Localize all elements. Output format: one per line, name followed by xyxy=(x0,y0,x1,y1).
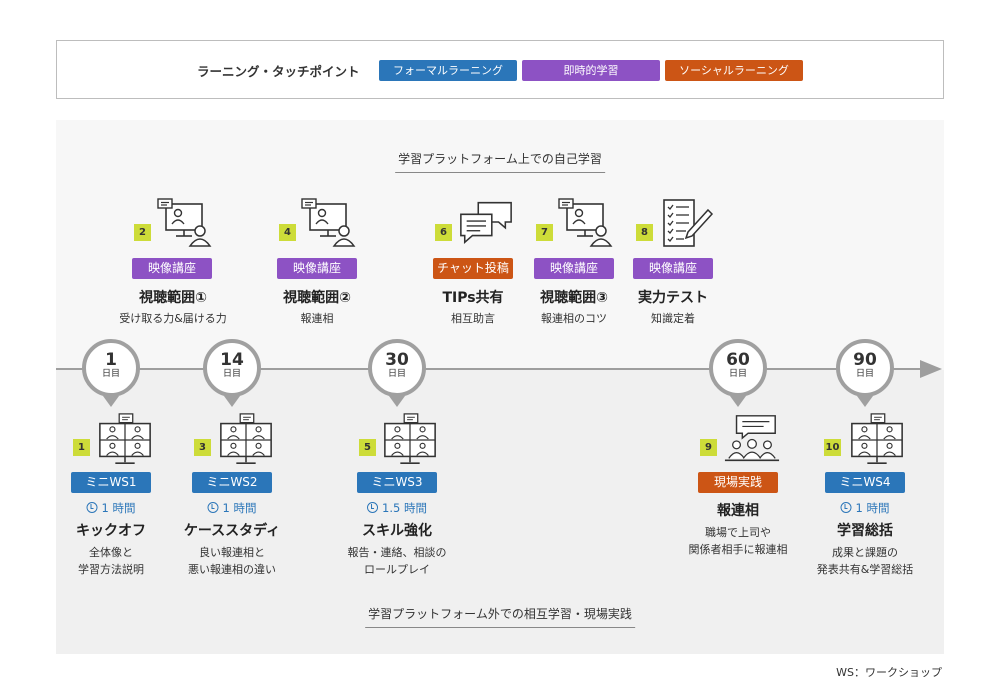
step-number: 3 xyxy=(194,439,211,456)
category-badge: 映像講座 xyxy=(534,258,614,279)
pin-unit: 日目 xyxy=(855,369,874,379)
legend-chip-formal: フォーマルラーニング xyxy=(379,60,517,81)
chat-bubbles-icon xyxy=(457,200,515,246)
pin-number: 14 xyxy=(220,350,244,370)
item-title: ケーススタディ xyxy=(183,523,281,539)
pin-unit: 日目 xyxy=(222,369,241,379)
video-lecture-icon xyxy=(156,198,212,248)
desc-line: 職場で上司や xyxy=(705,526,771,539)
duration-label: 1 時間 xyxy=(86,500,136,516)
item-title: 視聴範囲① xyxy=(139,290,207,306)
item-description: 相互助言 xyxy=(451,312,495,325)
category-badge: ミニWS1 xyxy=(71,472,151,493)
step-number: 2 xyxy=(134,224,151,241)
clock-icon xyxy=(367,502,379,513)
legend-chip-immediate: 即時的学習 xyxy=(522,60,660,81)
item-title: 学習総括 xyxy=(837,523,893,539)
item-title: TIPs共有 xyxy=(442,290,504,306)
desc-line: 良い報連相と xyxy=(199,546,265,559)
timeline-pin-day-1: 1 日目 xyxy=(82,339,140,397)
step-number: 1 xyxy=(73,439,90,456)
item-title: キックオフ xyxy=(76,523,146,539)
timeline-pin-day-14: 14 日目 xyxy=(203,339,261,397)
legend-box: ラーニング・タッチポイント フォーマルラーニング 即時的学習 ソーシャルラーニン… xyxy=(56,40,944,99)
category-badge: 映像講座 xyxy=(633,258,713,279)
step-number: 5 xyxy=(359,439,376,456)
category-badge: ミニWS2 xyxy=(192,472,272,493)
desc-line: ロールプレイ xyxy=(364,563,430,576)
pin-number: 60 xyxy=(726,350,750,370)
item-description: 知識定着 xyxy=(651,312,695,325)
duration-text: 1 時間 xyxy=(222,501,257,515)
item-description: 報告・連絡、相談のロールプレイ xyxy=(348,544,447,578)
footnote: WS：ワークショップ xyxy=(836,666,942,679)
item-title: 報連相 xyxy=(717,503,759,519)
video-lecture-icon xyxy=(557,198,613,248)
pin-unit: 日目 xyxy=(728,369,747,379)
desc-line: 関係者相手に報連相 xyxy=(688,543,788,556)
duration-text: 1.5 時間 xyxy=(382,501,427,515)
timeline-pin-day-90: 90 日目 xyxy=(836,339,894,397)
duration-text: 1 時間 xyxy=(101,501,136,515)
desc-line: 報告・連絡、相談の xyxy=(347,546,447,559)
item-description: 職場で上司や関係者相手に報連相 xyxy=(689,524,788,558)
item-title: 視聴範囲② xyxy=(283,290,351,306)
clock-icon xyxy=(86,502,98,513)
legend-chip-social: ソーシャルラーニング xyxy=(665,60,803,81)
desc-line: 全体像と xyxy=(89,546,133,559)
item-description: 受け取る力&届ける力 xyxy=(119,312,227,325)
online-meeting-icon xyxy=(381,413,439,467)
desc-line: 悪い報連相の違い xyxy=(188,563,276,576)
item-description: 報連相 xyxy=(300,312,334,325)
online-meeting-icon xyxy=(217,413,275,467)
pin-unit: 日目 xyxy=(387,369,406,379)
category-badge: チャット投稿 xyxy=(433,258,513,279)
workplace-meeting-icon xyxy=(723,413,781,467)
category-badge: ミニWS3 xyxy=(357,472,437,493)
desc-line: 成果と課題の xyxy=(831,546,898,559)
duration-label: 1 時間 xyxy=(207,500,257,516)
desc-line: 発表共有&学習総括 xyxy=(816,563,914,576)
item-description: 報連相のコツ xyxy=(541,312,607,325)
timeline-pin-day-60: 60 日目 xyxy=(709,339,767,397)
step-number: 4 xyxy=(279,224,296,241)
item-description: 成果と課題の発表共有&学習総括 xyxy=(817,544,914,578)
video-lecture-icon xyxy=(300,198,356,248)
section-label-bottom: 学習プラットフォーム外での相互学習・現場実践 xyxy=(365,605,635,628)
online-meeting-icon xyxy=(848,413,906,467)
section-label-top: 学習プラットフォーム上での自己学習 xyxy=(395,150,605,173)
item-description: 良い報連相と悪い報連相の違い xyxy=(188,544,276,578)
timeline-pin-day-30: 30 日目 xyxy=(368,339,426,397)
category-badge: ミニWS4 xyxy=(825,472,905,493)
duration-label: 1 時間 xyxy=(840,500,890,516)
clock-icon xyxy=(840,502,852,513)
step-number: 9 xyxy=(700,439,717,456)
step-number: 8 xyxy=(636,224,653,241)
pin-number: 1 xyxy=(105,350,117,370)
timeline-line xyxy=(56,368,928,370)
category-badge: 映像講座 xyxy=(132,258,212,279)
pin-number: 90 xyxy=(853,350,877,370)
step-number: 7 xyxy=(536,224,553,241)
item-description: 全体像と学習方法説明 xyxy=(78,544,144,578)
category-badge: 映像講座 xyxy=(277,258,357,279)
duration-text: 1 時間 xyxy=(855,501,890,515)
step-number: 10 xyxy=(824,439,841,456)
pin-number: 30 xyxy=(385,350,409,370)
item-title: 視聴範囲③ xyxy=(540,290,608,306)
online-meeting-icon xyxy=(96,413,154,467)
clock-icon xyxy=(207,502,219,513)
desc-line: 学習方法説明 xyxy=(78,563,144,576)
item-title: スキル強化 xyxy=(362,523,432,539)
step-number: 6 xyxy=(435,224,452,241)
timeline-arrowhead xyxy=(920,360,942,378)
item-title: 実力テスト xyxy=(638,290,708,306)
pin-unit: 日目 xyxy=(101,369,120,379)
duration-label: 1.5 時間 xyxy=(367,500,427,516)
legend-title: ラーニング・タッチポイント xyxy=(197,64,360,79)
category-badge: 現場実践 xyxy=(698,472,778,493)
checklist-icon xyxy=(658,198,714,250)
